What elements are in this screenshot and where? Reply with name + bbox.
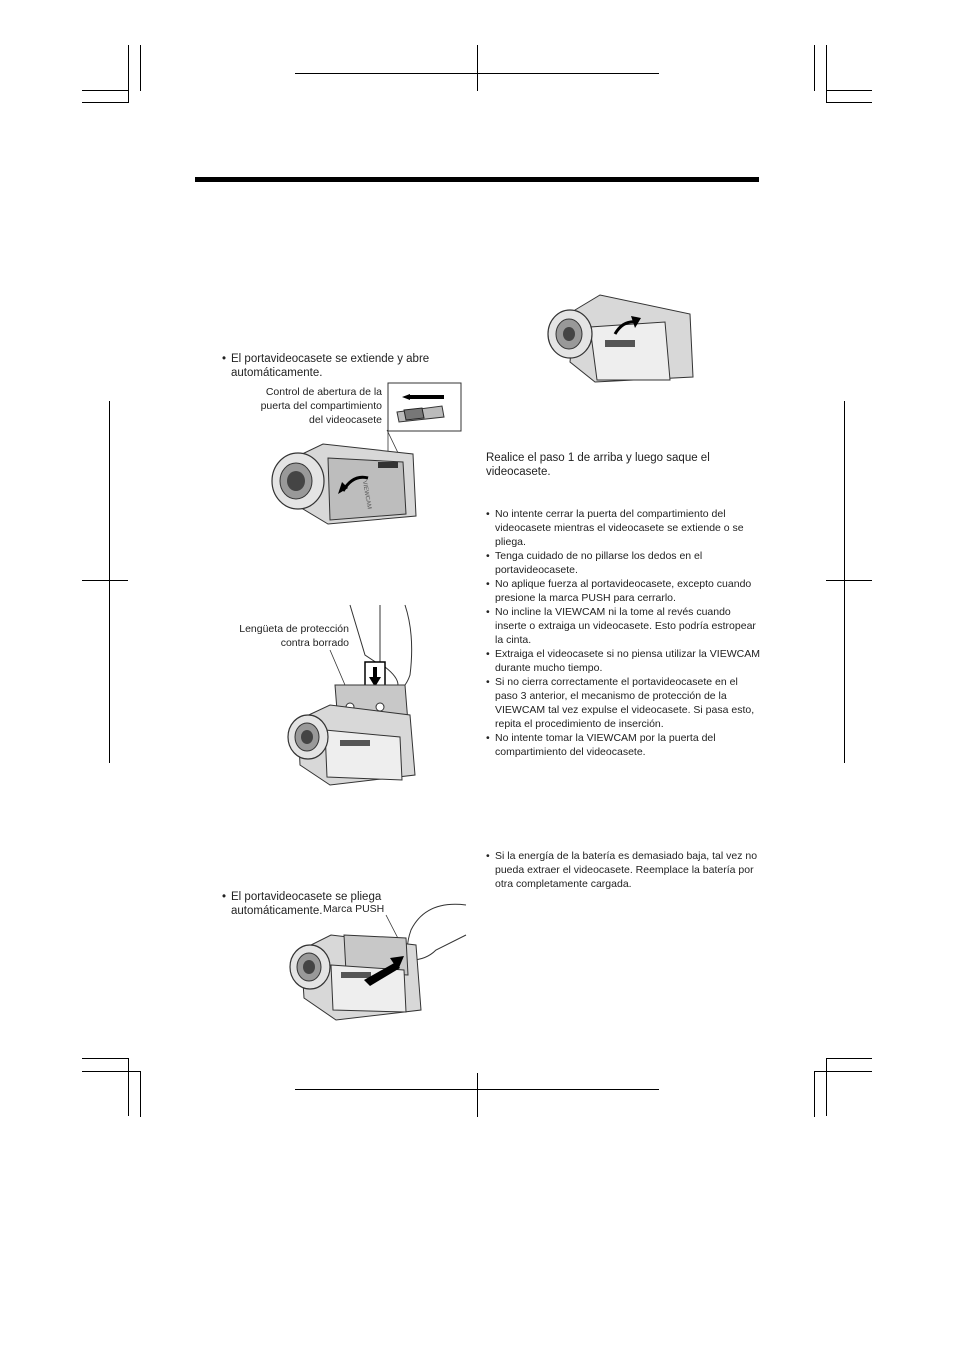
step1-bullet-text: El portavideocasete se extiende y abre a… xyxy=(231,353,430,379)
header-rule xyxy=(195,177,759,182)
door-control-label-line: Control de abertura de la xyxy=(265,386,382,398)
battery-note: Si la energía de la batería es demasiado… xyxy=(486,849,770,891)
door-control-label-line: puerta del compartimiento xyxy=(260,400,382,412)
camera-open-door-illustration xyxy=(547,294,694,383)
door-control-label-line: del videocasete xyxy=(309,414,382,426)
camera-door-opening-illustration xyxy=(271,443,417,525)
note-item: No aplique fuerza al portavideocasete, e… xyxy=(486,577,761,605)
step3-bullet-text: El portavideocasete se pliega automática… xyxy=(231,891,382,917)
step1-bullet: El portavideocasete se extiende y abre a… xyxy=(222,352,476,380)
note-item: Extraiga el videocasete si no piensa uti… xyxy=(486,647,761,675)
note-item: Tenga cuidado de no pillarse los dedos e… xyxy=(486,549,761,577)
note-item: No intente cerrar la puerta del comparti… xyxy=(486,507,761,549)
note-item: No incline la VIEWCAM ni la tome al revé… xyxy=(486,605,761,647)
remove-instruction: Realice el paso 1 de arriba y luego saqu… xyxy=(486,452,710,478)
erase-tab-label-line: contra borrado xyxy=(280,637,349,649)
note-item: Si no cierra correctamente el portavideo… xyxy=(486,675,761,731)
insert-cassette-illustration xyxy=(287,604,416,786)
note-item: No intente tomar la VIEWCAM por la puert… xyxy=(486,731,761,759)
notes-list: No intente cerrar la puerta del comparti… xyxy=(486,507,761,759)
push-mark-label: Marca PUSH xyxy=(323,903,385,915)
erase-tab-label-line: Lengüeta de protección xyxy=(239,623,349,635)
door-control-label: Control de abertura de la puerta del com… xyxy=(222,385,382,427)
erase-tab-label: Lengüeta de protección contra borrado xyxy=(212,622,349,650)
step3-bullet: El portavideocasete se pliega automática… xyxy=(222,890,421,918)
door-control-inset-illustration xyxy=(386,382,462,458)
push-close-illustration xyxy=(289,903,467,1021)
